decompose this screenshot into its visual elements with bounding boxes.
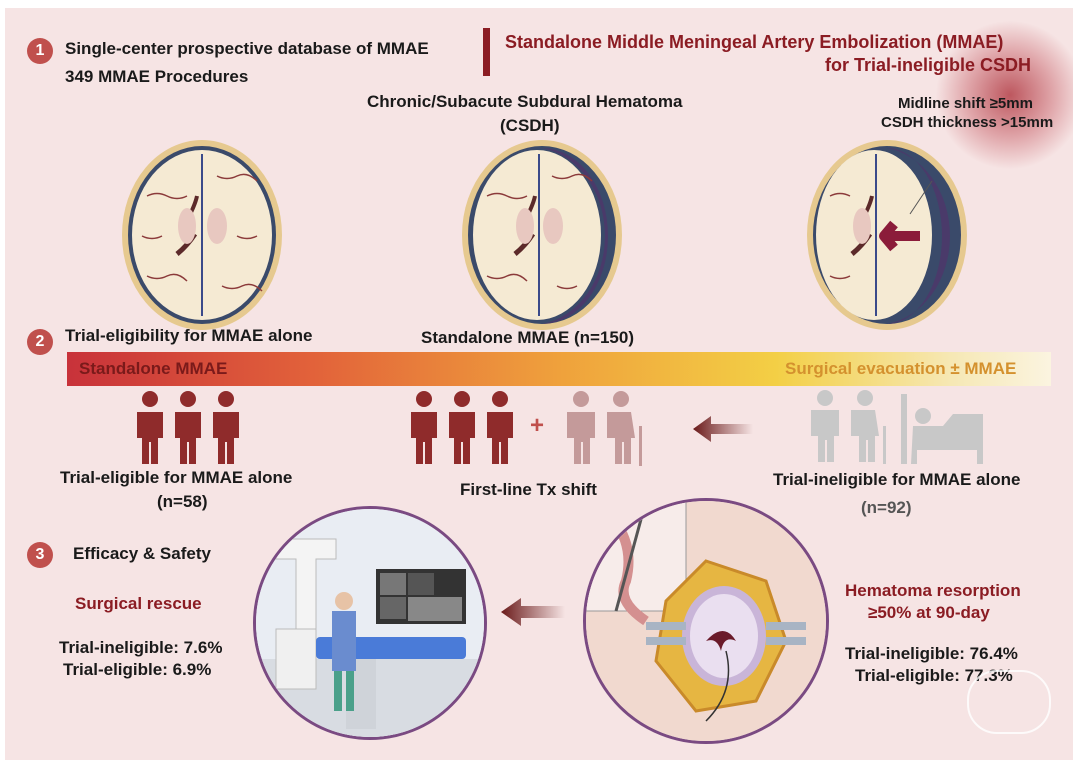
arrow-left-icon: [693, 416, 753, 442]
step-3-label: Efficacy & Safety: [73, 544, 211, 563]
resorption-title-line-1: Hematoma resorption: [845, 581, 1021, 600]
corner-glow: [935, 20, 1073, 170]
surgical-rescue-title: Surgical rescue: [75, 594, 202, 613]
ineligible-patients-icon: [811, 390, 983, 464]
title-accent-bar: [483, 28, 490, 76]
infographic-canvas: 1 Single-center prospective database of …: [5, 8, 1073, 760]
step-2-badge: 2: [27, 329, 53, 355]
step-1-line-2: 349 MMAE Procedures: [65, 67, 249, 86]
burr-hole-surgery-illustration: [583, 498, 829, 744]
resorption-ineligible: Trial-ineligible: 76.4%: [845, 644, 1018, 663]
criteria-line-2: CSDH thickness >15mm: [881, 114, 1054, 131]
ineligible-count: (n=92): [861, 498, 912, 517]
step-1-line-1: Single-center prospective database of MM…: [65, 39, 429, 58]
angiography-suite-illustration: [253, 506, 487, 740]
bar-label-surgical: Surgical evacuation ± MMAE: [785, 359, 1017, 378]
shift-patients-icon: [411, 391, 513, 464]
brain-scan-csdh: [462, 140, 622, 330]
csdh-title-line-2: (CSDH): [500, 116, 560, 135]
main-title-line-1: Standalone Middle Meningeal Artery Embol…: [505, 32, 1004, 52]
eligible-patients-icon: [137, 391, 239, 464]
resorption-title-line-2: ≥50% at 90-day: [868, 603, 990, 622]
rescue-ineligible: Trial-ineligible: 7.6%: [59, 638, 223, 657]
shift-label: First-line Tx shift: [460, 480, 597, 499]
standalone-mmae-count: Standalone MMAE (n=150): [421, 328, 635, 347]
brain-scan-normal: [122, 140, 282, 330]
step-2-label: Trial-eligibility for MMAE alone: [65, 326, 313, 345]
step-1-badge: 1: [27, 38, 53, 64]
treatment-spectrum-bar: [67, 352, 1051, 386]
brain-scan-midline-shift: [807, 140, 967, 330]
watermark-logo: [967, 670, 1051, 734]
ineligible-label: Trial-ineligible for MMAE alone: [773, 470, 1021, 489]
rescue-eligible: Trial-eligible: 6.9%: [63, 660, 212, 679]
elderly-patients-icon: [567, 391, 642, 466]
step-3-badge: 3: [27, 542, 53, 568]
criteria-line-1: Midline shift ≥5mm: [898, 95, 1033, 112]
arrow-left-bottom-icon: [501, 598, 565, 626]
eligible-label: Trial-eligible for MMAE alone: [60, 468, 293, 487]
plus-sign: +: [530, 412, 545, 439]
eligible-count: (n=58): [157, 492, 208, 511]
bar-label-standalone: Standalone MMAE: [79, 359, 228, 378]
csdh-title-line-1: Chronic/Subacute Subdural Hematoma: [367, 92, 683, 111]
main-title-line-2: for Trial-ineligible CSDH: [825, 55, 1032, 75]
